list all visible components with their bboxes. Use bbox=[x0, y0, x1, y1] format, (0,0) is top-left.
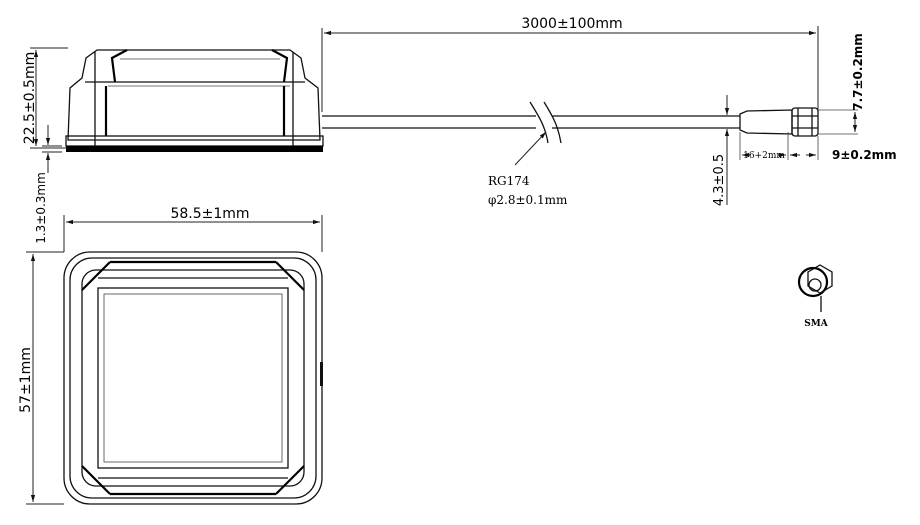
depth-dimension: 57±1mm bbox=[18, 251, 64, 505]
cable: RG174 φ2.8±0.1mm bbox=[322, 101, 740, 207]
cable-type-label: RG174 bbox=[488, 174, 530, 188]
width-label: 58.5±1mm bbox=[170, 206, 249, 222]
height-dimension: 22.5±0.5mm 1.3±0.3mm bbox=[22, 47, 68, 244]
height-label: 22.5±0.5mm bbox=[22, 52, 38, 144]
ferrule-length-label: 16+2mm bbox=[743, 151, 785, 161]
cable-length-dimension: 3000±100mm bbox=[321, 16, 819, 112]
cable-diameter-label: φ2.8±0.1mm bbox=[488, 193, 568, 207]
cable-offset-label: 4.3±0.5 bbox=[712, 154, 727, 206]
side-view bbox=[65, 49, 324, 152]
connector-diameter-label: 7.7±0.2mm bbox=[851, 33, 865, 111]
base-thickness-label: 1.3±0.3mm bbox=[34, 172, 48, 244]
cable-length-label: 3000±100mm bbox=[521, 16, 622, 32]
connector-dimensions: 7.7±0.2mm 4.3±0.5 16+2mm 9±0.2mm bbox=[712, 33, 897, 206]
depth-label: 57±1mm bbox=[18, 347, 34, 413]
width-dimension: 58.5±1mm bbox=[63, 206, 323, 252]
base-plate bbox=[66, 146, 323, 152]
top-view bbox=[63, 251, 323, 505]
sma-connector-icon: SMA bbox=[797, 264, 833, 329]
nut-length-label: 9±0.2mm bbox=[832, 148, 897, 162]
sma-connector-side bbox=[739, 107, 819, 137]
sma-label: SMA bbox=[804, 319, 828, 329]
